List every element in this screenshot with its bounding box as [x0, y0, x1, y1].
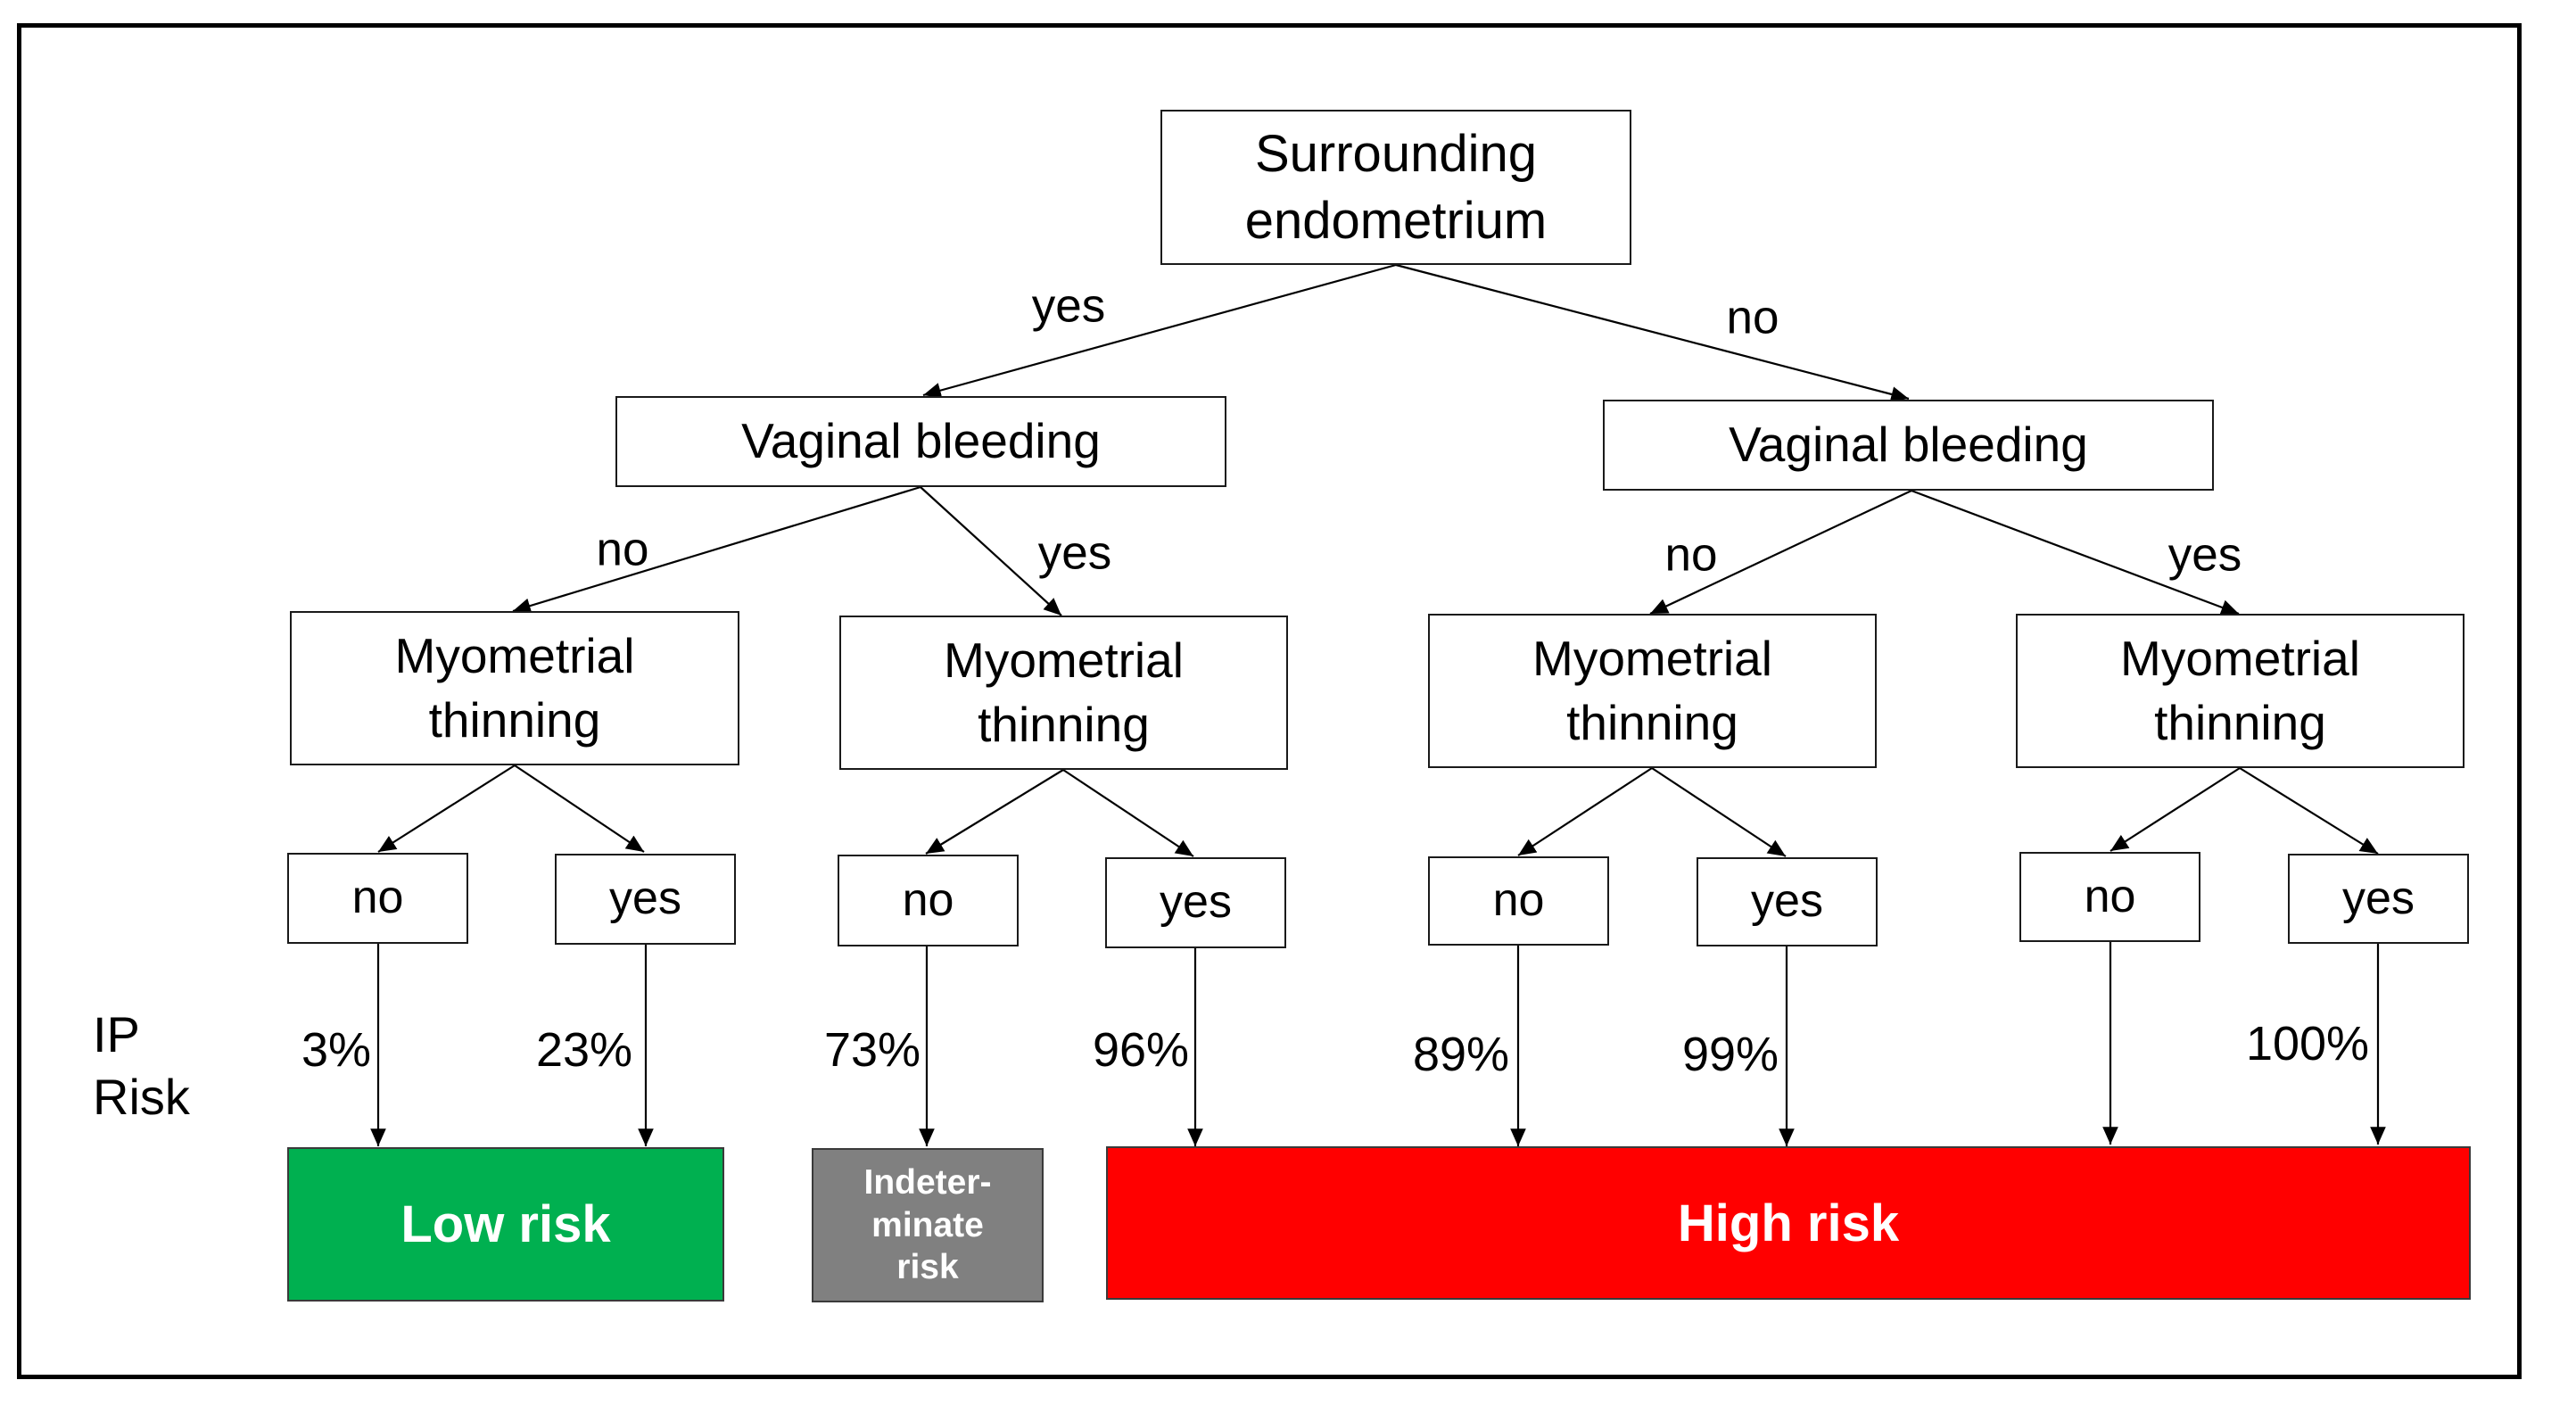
- edge-rl-to-no: [1517, 767, 1653, 856]
- edge-rl-to-yes: [1651, 767, 1787, 857]
- leaf-box-7: no: [2019, 852, 2200, 942]
- myometrial-thinning-label-4: Myometrial thinning: [2120, 631, 2360, 750]
- edge-label-left-yes: yes: [1037, 526, 1112, 580]
- high-risk-label: High risk: [1677, 1194, 1900, 1252]
- leaf-box-3: no: [838, 855, 1019, 946]
- myometrial-thinning-label-2: Myometrial thinning: [944, 632, 1184, 752]
- right-vaginal-bleeding-label: Vaginal bleeding: [1729, 417, 2088, 473]
- root-node: Surrounding endometrium: [1160, 110, 1631, 265]
- edge-label-root-no: no: [1726, 291, 1779, 344]
- low-risk-box: Low risk: [287, 1147, 724, 1302]
- risk-pct-1: 3%: [301, 1023, 372, 1077]
- leaf-box-1: no: [287, 853, 468, 944]
- leaf-box-8: yes: [2288, 854, 2469, 944]
- left-vaginal-bleeding-node: Vaginal bleeding: [615, 396, 1226, 487]
- edge-ll-to-yes: [514, 764, 645, 853]
- edge-root-to-left: [922, 263, 1397, 399]
- edge-label-left-no: no: [596, 523, 649, 576]
- risk-pct-6: 99%: [1681, 1028, 1779, 1081]
- edge-rr-to-no: [2110, 767, 2241, 852]
- leaf-label-4: yes: [1160, 876, 1232, 929]
- edge-label-right-no: no: [1664, 528, 1718, 582]
- edge-lr-to-no: [925, 769, 1064, 855]
- edge-lvb-to-lr: [920, 486, 1062, 616]
- edge-root-to-right: [1395, 263, 1910, 402]
- leaf-box-6: yes: [1697, 857, 1878, 946]
- risk-pct-3: 73%: [823, 1023, 921, 1077]
- myometrial-thinning-label-3: Myometrial thinning: [1532, 631, 1772, 750]
- leaf-box-4: yes: [1105, 857, 1286, 948]
- myometrial-thinning-node-3: Myometrial thinning: [1428, 614, 1877, 768]
- risk-pct-4: 96%: [1092, 1023, 1190, 1077]
- root-label: Surrounding endometrium: [1244, 124, 1548, 250]
- edge-lr-to-yes: [1062, 769, 1194, 857]
- leaf-label-6: yes: [1751, 875, 1823, 928]
- low-risk-label: Low risk: [400, 1195, 611, 1253]
- left-vaginal-bleeding-label: Vaginal bleeding: [741, 413, 1101, 469]
- risk-pct-8: 100%: [2245, 1017, 2370, 1070]
- ip-risk-label: IP Risk: [93, 1006, 190, 1125]
- right-vaginal-bleeding-node: Vaginal bleeding: [1603, 400, 2214, 491]
- risk-pct-2: 23%: [535, 1023, 633, 1077]
- risk-pct-5: 89%: [1412, 1028, 1510, 1081]
- leaf-label-1: no: [351, 872, 404, 924]
- edge-rr-to-yes: [2239, 767, 2379, 855]
- high-risk-box: High risk: [1106, 1146, 2471, 1300]
- myometrial-thinning-node-1: Myometrial thinning: [290, 611, 739, 765]
- myometrial-thinning-label-1: Myometrial thinning: [394, 628, 635, 748]
- leaf-label-7: no: [2084, 870, 2136, 922]
- leaf-box-5: no: [1428, 856, 1609, 946]
- edge-rvb-to-rr: [1911, 489, 2240, 616]
- diagram-frame: [17, 23, 2522, 1379]
- leaf-label-2: yes: [609, 872, 681, 925]
- leaf-label-3: no: [902, 873, 954, 926]
- edge-lvb-to-ll: [512, 485, 921, 614]
- myometrial-thinning-node-2: Myometrial thinning: [839, 616, 1288, 770]
- edge-label-right-yes: yes: [2167, 528, 2242, 582]
- indeterminate-risk-label: Indeter- minate risk: [863, 1163, 992, 1287]
- edge-rvb-to-rl: [1649, 490, 1912, 615]
- leaf-box-2: yes: [555, 854, 736, 945]
- leaf-label-8: yes: [2342, 872, 2415, 924]
- indeterminate-risk-box: Indeter- minate risk: [812, 1148, 1044, 1302]
- edge-label-root-yes: yes: [1031, 279, 1106, 333]
- leaf-label-5: no: [1492, 874, 1545, 927]
- edge-ll-to-no: [377, 764, 516, 853]
- myometrial-thinning-node-4: Myometrial thinning: [2016, 614, 2465, 768]
